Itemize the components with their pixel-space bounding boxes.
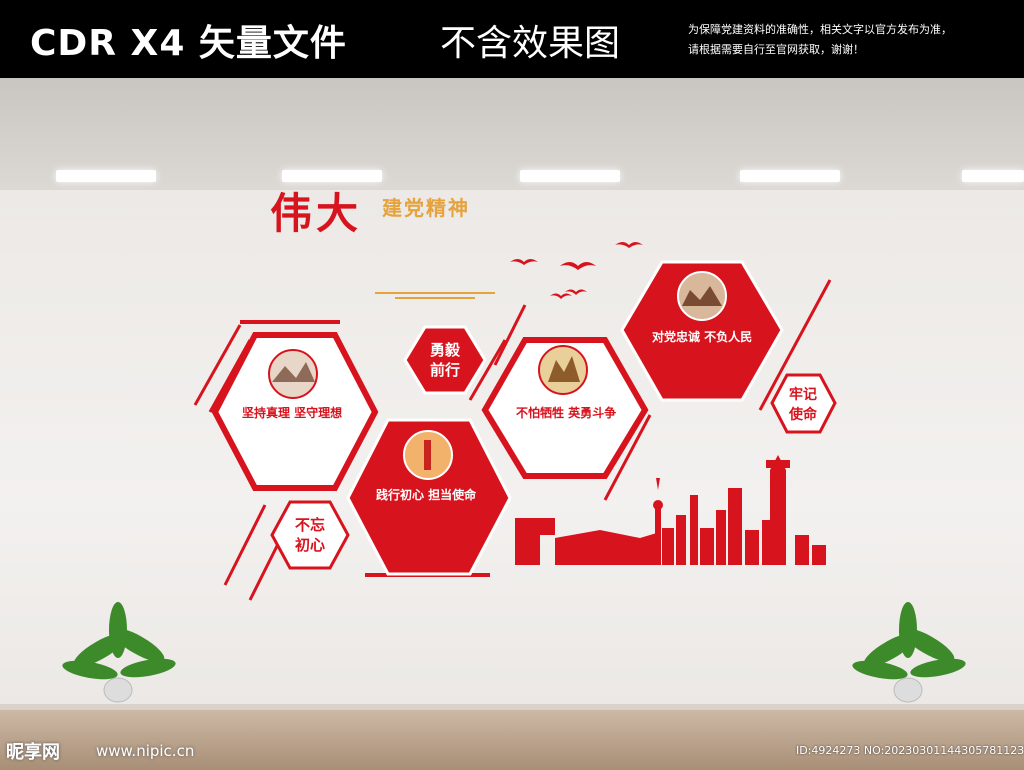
- floor: [0, 710, 1024, 770]
- birds-icon: [510, 242, 643, 299]
- ceiling-light: [962, 170, 1024, 182]
- small-hex-1-text: 勇毅 前行: [415, 340, 475, 380]
- banner-note-line1: 为保障党建资料的准确性，相关文字以官方发布为准，: [688, 23, 952, 36]
- city-skyline-icon: [515, 455, 826, 565]
- watermark-site: 昵享网: [6, 742, 60, 763]
- room-scene: [0, 78, 1024, 770]
- decor-lines: [193, 279, 832, 601]
- hex-panel-1: [211, 332, 379, 491]
- hex-2-text: 践行初心 担当使命: [376, 488, 477, 502]
- banner-note: 为保障党建资料的准确性，相关文字以官方发布为准， 请根据需要自行至官网获取，谢谢…: [688, 20, 1018, 60]
- ceiling-light: [740, 170, 840, 182]
- small-hex-3: [770, 373, 837, 434]
- banner-title: CDR X4 矢量文件: [30, 23, 347, 64]
- hex-panel-4: [620, 260, 784, 402]
- small-hex-3-line1: 牢记: [789, 387, 817, 403]
- ceiling: [0, 78, 1024, 190]
- small-hex-1-line1: 勇毅: [429, 341, 460, 359]
- hex-1-text: 坚持真理 坚守理想: [242, 406, 343, 420]
- image-id-line: ID:4924273 NO:20230301144305781123: [796, 744, 1024, 757]
- potted-plant-right-icon: [852, 602, 966, 703]
- wall-title-main: 伟大: [270, 189, 363, 238]
- hex-4-text: 对党忠诚 不负人民: [652, 330, 753, 344]
- ceiling-light: [282, 170, 382, 182]
- wall-title-sub: 建党精神: [382, 196, 470, 220]
- watermark-url: www.nipic.cn: [96, 742, 195, 760]
- small-hex-3-line2: 使命: [789, 407, 817, 423]
- small-hex-2-line1: 不忘: [294, 516, 325, 534]
- potted-plant-left-icon: [62, 602, 176, 703]
- small-hex-2-line2: 初心: [294, 536, 325, 554]
- banner-subtitle: 不含效果图: [440, 23, 621, 64]
- small-hex-2: [270, 500, 350, 570]
- hex-3-text: 不怕牺牲 英勇斗争: [516, 406, 617, 420]
- banner-note-line2: 请根据需要自行至官网获取，谢谢！: [688, 43, 864, 56]
- small-hex-2-text: 不忘 初心: [280, 515, 340, 555]
- small-hex-1-line2: 前行: [429, 361, 460, 379]
- top-banner: CDR X4 矢量文件 不含效果图 为保障党建资料的准确性，相关文字以官方发布为…: [0, 0, 1024, 78]
- small-hex-1: [403, 325, 487, 395]
- hex-panel-3: [481, 337, 649, 479]
- title-underline: [375, 292, 495, 299]
- baseboard: [0, 704, 1024, 710]
- ceiling-light: [520, 170, 620, 182]
- hex-panel-2: [346, 418, 512, 576]
- small-hex-3-text: 牢记 使命: [773, 385, 833, 425]
- ceiling-light: [56, 170, 156, 182]
